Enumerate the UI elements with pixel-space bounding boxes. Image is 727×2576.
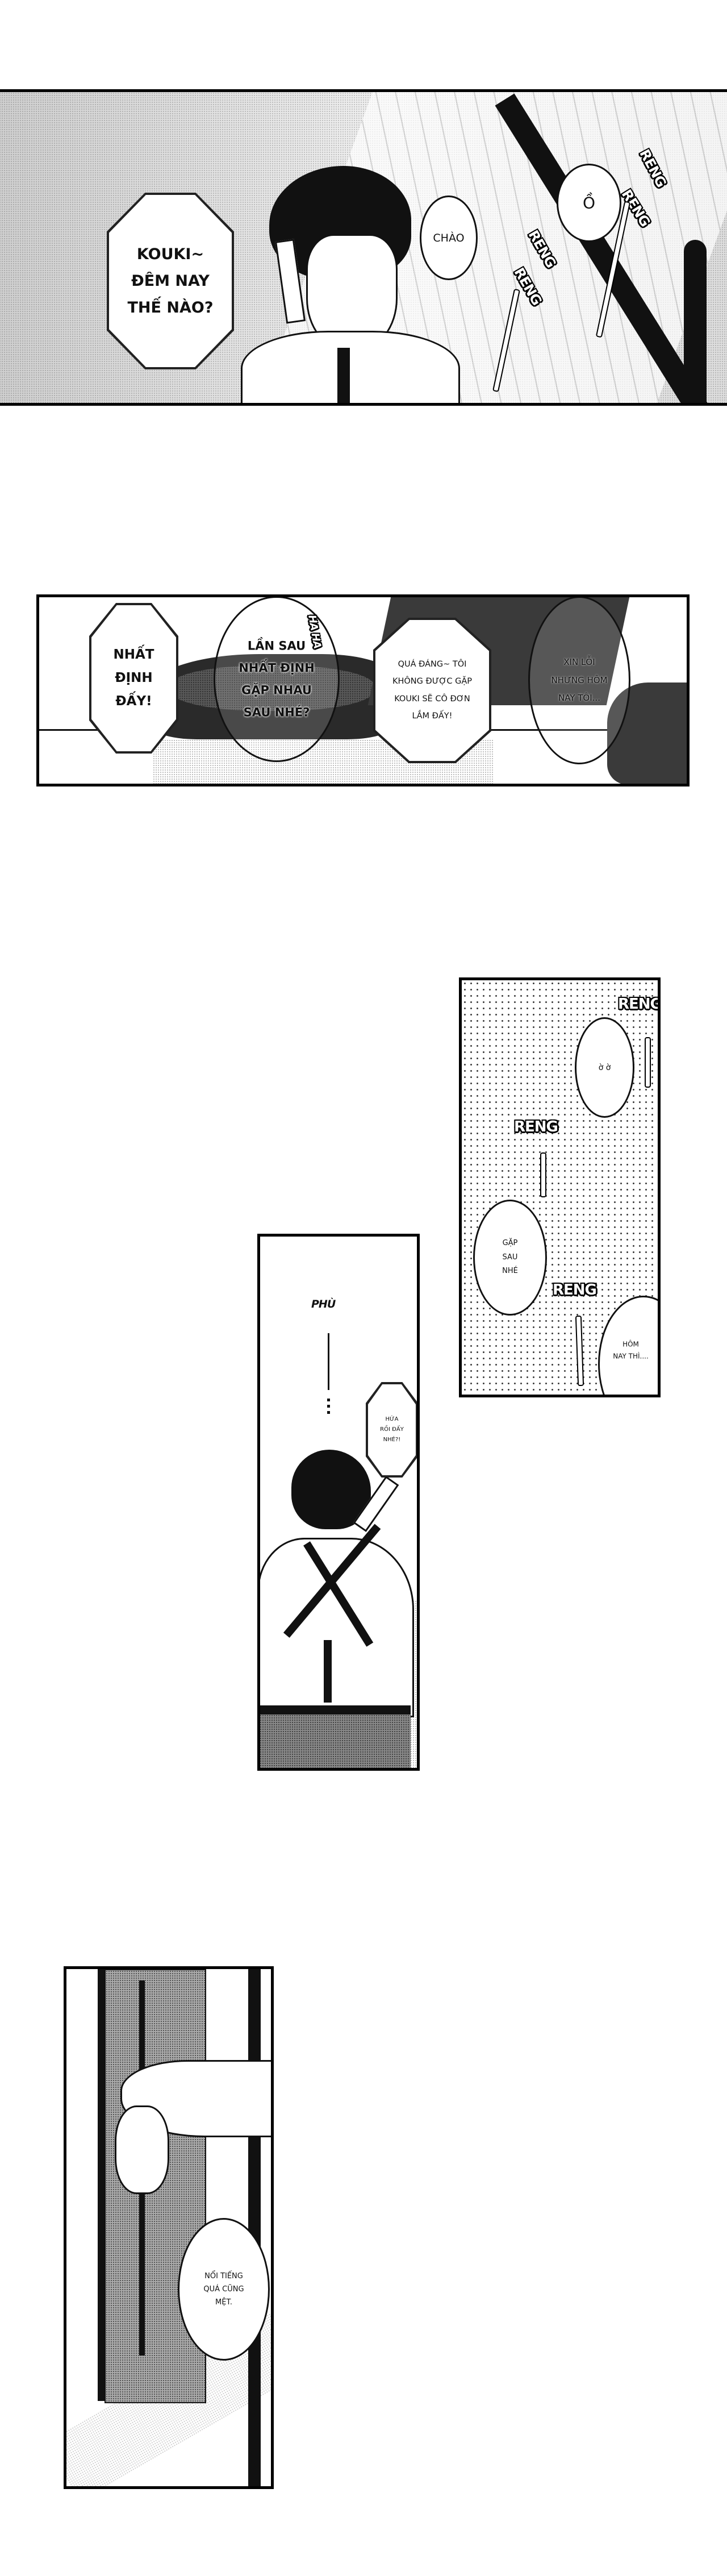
ring-line [575,1315,584,1387]
speech-bubble-o-o: ờ ờ [575,1017,634,1118]
speech-bubble-hua: HỨA RỒI ĐẤY NHÉ?! [366,1382,417,1478]
door-panel: NỔI TIẾNG QUÁ CŨNG MỆT. [64,1966,274,2489]
ring-line [645,1037,651,1088]
trailing-line [328,1333,329,1390]
speech-bubble-hom-nay: HÔM NAY THÌ.... [598,1296,658,1395]
ring-line [540,1152,546,1197]
speech-bubble-xin-loi: XIN LỖI NHƯNG HÔM NAY TÔI... [528,597,630,764]
suspender-back [324,1640,332,1703]
phone-call-panel: KOUKI~ ĐÊM NAY THẾ NÀO? CHÀO Ồ RENG RENG… [0,89,727,406]
speech-bubble-lan-sau: LẦN SAU NHẤT ĐỊNH GẶP NHAU SAU NHÉ? [214,597,340,762]
man-shirt-back [260,1538,414,1717]
speech-bubble-chao: CHÀO [420,195,478,280]
back-view-panel: PHÙ HỨA RỒI ĐẤY NHÉ?! [257,1234,420,1771]
sfx-reng: RENG [618,996,661,1013]
sfx-reng: RENG [514,1118,558,1135]
speech-bubble-o: Ồ [557,164,621,242]
door-frame-right [248,1969,261,2486]
ringing-panel: RENG ờ ờ RENG GẶP SAU NHÉ RENG HÔM NAY T… [459,977,661,1397]
door-edge [98,1969,105,2401]
belt [260,1705,411,1714]
speech-bubble-qua-dang: QUÁ ĐÁNG~ TÔI KHÔNG ĐƯỢC GẶP KOUKI SẼ CÔ… [373,618,491,763]
fingers [115,2105,169,2194]
speech-bubble-gap-sau: GẶP SAU NHÉ [473,1200,547,1316]
railing-post [684,240,707,403]
trailing-dots [327,1399,330,1416]
speech-bubble-noi-tieng: NỔI TIẾNG QUÁ CŨNG MỆT. [178,2218,270,2361]
man-shirt [241,331,460,403]
shoes-panel: NHẤT ĐỊNH ĐẤY! LẦN SAU NHẤT ĐỊNH GẶP NHA… [36,594,690,786]
sfx-phu: PHÙ [311,1298,336,1310]
trousers [260,1714,411,1768]
tie [337,348,350,403]
speech-bubble-nhat-dinh: NHẤT ĐỊNH ĐẤY! [89,603,178,754]
speech-bubble-kouki: KOUKI~ ĐÊM NAY THẾ NÀO? [107,193,234,369]
sfx-reng: RENG [553,1281,597,1299]
